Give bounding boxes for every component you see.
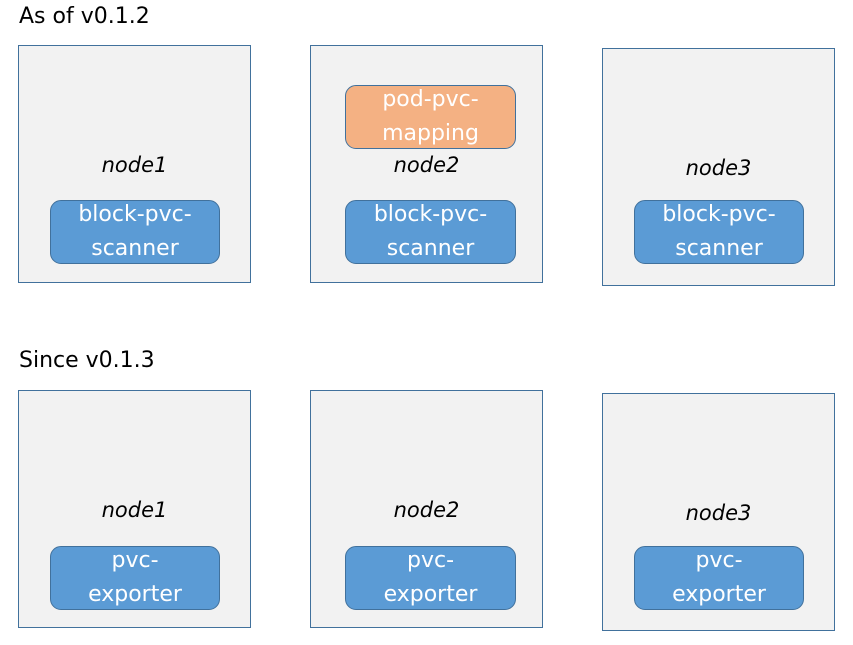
node2-box-v012: pod-pvc- mapping node2 block-pvc- scanne… [310, 45, 543, 283]
pvc-exporter-node2: pvc- exporter [345, 546, 516, 610]
node2-label: node2 [393, 498, 460, 522]
block-pvc-scanner-node3: block-pvc- scanner [634, 200, 804, 264]
block-pvc-scanner-node1: block-pvc- scanner [50, 200, 220, 264]
block-pvc-scanner-node2: block-pvc- scanner [345, 200, 516, 264]
node3-box-v012: node3 block-pvc- scanner [602, 48, 835, 286]
node1-label: node1 [101, 153, 168, 177]
pod-pvc-mapping-node2: pod-pvc- mapping [345, 85, 516, 149]
section-title-v013: Since v0.1.3 [19, 348, 155, 373]
pvc-exporter-node1: pvc- exporter [50, 546, 220, 610]
node2-label: node2 [393, 153, 460, 177]
section-title-v012: As of v0.1.2 [19, 4, 150, 29]
node3-box-v013: node3 pvc- exporter [602, 393, 835, 631]
node1-label: node1 [101, 498, 168, 522]
node1-box-v012: node1 block-pvc- scanner [18, 45, 251, 283]
node1-box-v013: node1 pvc- exporter [18, 390, 251, 628]
node3-label: node3 [685, 501, 752, 525]
pvc-exporter-node3: pvc- exporter [634, 546, 804, 610]
node3-label: node3 [685, 156, 752, 180]
node2-box-v013: node2 pvc- exporter [310, 390, 543, 628]
